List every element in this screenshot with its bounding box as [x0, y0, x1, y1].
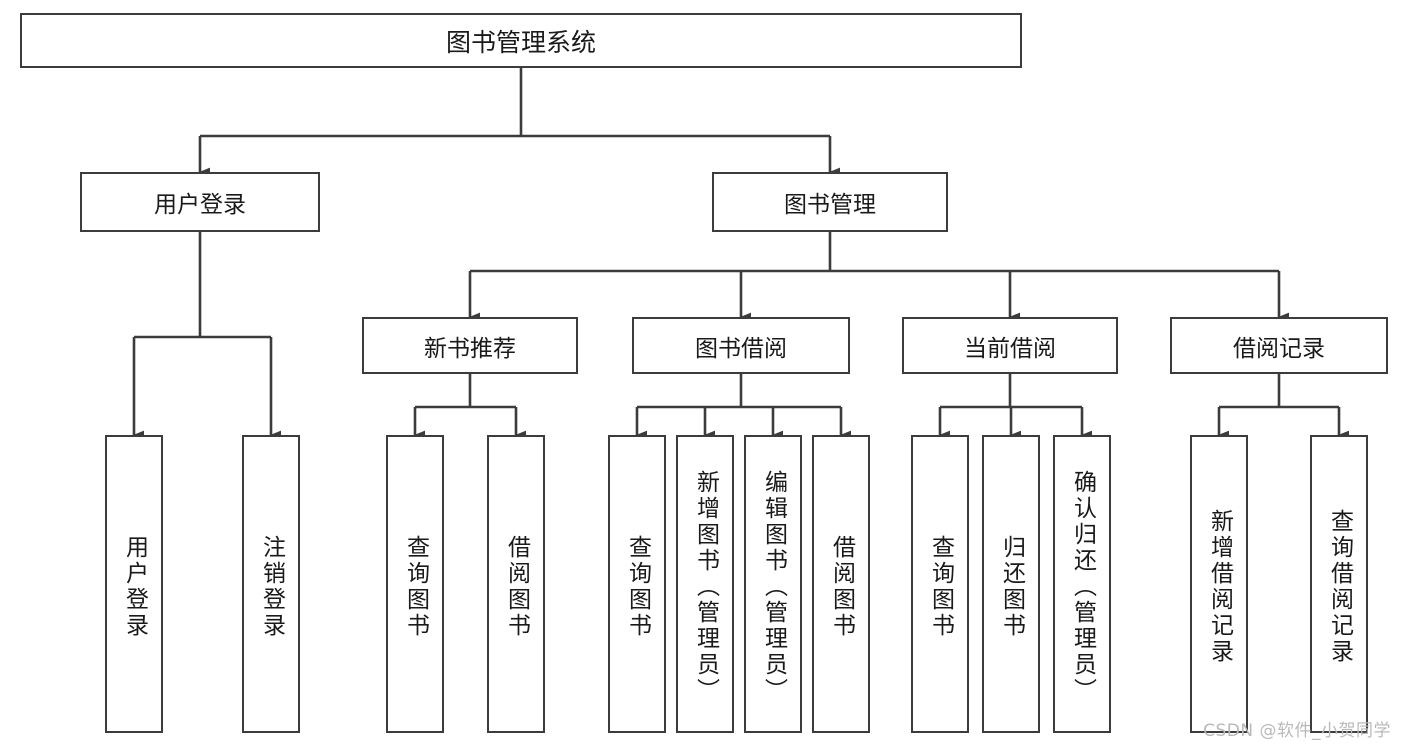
node-current[interactable]: 当前借阅	[902, 317, 1118, 374]
node-label: 查询图书	[927, 535, 954, 639]
node-records[interactable]: 借阅记录	[1170, 317, 1388, 374]
node-leaf-4[interactable]: 借阅图书	[487, 435, 545, 733]
node-leaf-11[interactable]: 确认归还（管理员）	[1053, 435, 1111, 733]
node-label: 新增图书（管理员）	[692, 470, 719, 704]
node-label: 借阅图书	[828, 535, 855, 639]
node-leaf-5[interactable]: 查询图书	[608, 435, 666, 733]
node-label: 新书推荐	[424, 335, 516, 362]
node-borrow[interactable]: 图书借阅	[632, 317, 850, 374]
node-login[interactable]: 用户登录	[80, 172, 320, 232]
node-newbook[interactable]: 新书推荐	[362, 317, 578, 374]
node-leaf-13[interactable]: 查询借阅记录	[1310, 435, 1368, 733]
node-leaf-10[interactable]: 归还图书	[982, 435, 1040, 733]
node-leaf-2[interactable]: 注销登录	[242, 435, 300, 733]
node-label: 用户登录	[121, 535, 148, 639]
node-leaf-1[interactable]: 用户登录	[105, 435, 163, 733]
node-label: 查询图书	[624, 535, 651, 639]
node-label: 借阅图书	[503, 535, 530, 639]
node-bookmgmt[interactable]: 图书管理	[712, 172, 948, 232]
node-label: 图书管理	[784, 192, 876, 218]
node-label: 确认归还（管理员）	[1069, 470, 1096, 704]
node-leaf-9[interactable]: 查询图书	[911, 435, 969, 733]
node-label: 图书借阅	[695, 335, 787, 362]
node-leaf-12[interactable]: 新增借阅记录	[1190, 435, 1248, 733]
node-label: 查询图书	[402, 535, 429, 639]
edge-layer	[132, 68, 1350, 440]
node-label: 注销登录	[258, 535, 285, 639]
node-leaf-6[interactable]: 新增图书（管理员）	[676, 435, 734, 733]
node-leaf-3[interactable]: 查询图书	[386, 435, 444, 733]
node-label: 当前借阅	[964, 335, 1056, 362]
node-label: 归还图书	[998, 535, 1025, 639]
node-label: 查询借阅记录	[1326, 509, 1353, 665]
node-root[interactable]: 图书管理系统	[20, 13, 1022, 68]
node-leaf-7[interactable]: 编辑图书（管理员）	[744, 435, 802, 733]
node-label: 新增借阅记录	[1206, 509, 1233, 665]
node-label: 图书管理系统	[445, 27, 596, 57]
node-label: 编辑图书（管理员）	[760, 470, 787, 704]
node-label: 借阅记录	[1233, 335, 1325, 362]
node-label: 用户登录	[154, 192, 246, 218]
node-leaf-8[interactable]: 借阅图书	[812, 435, 870, 733]
